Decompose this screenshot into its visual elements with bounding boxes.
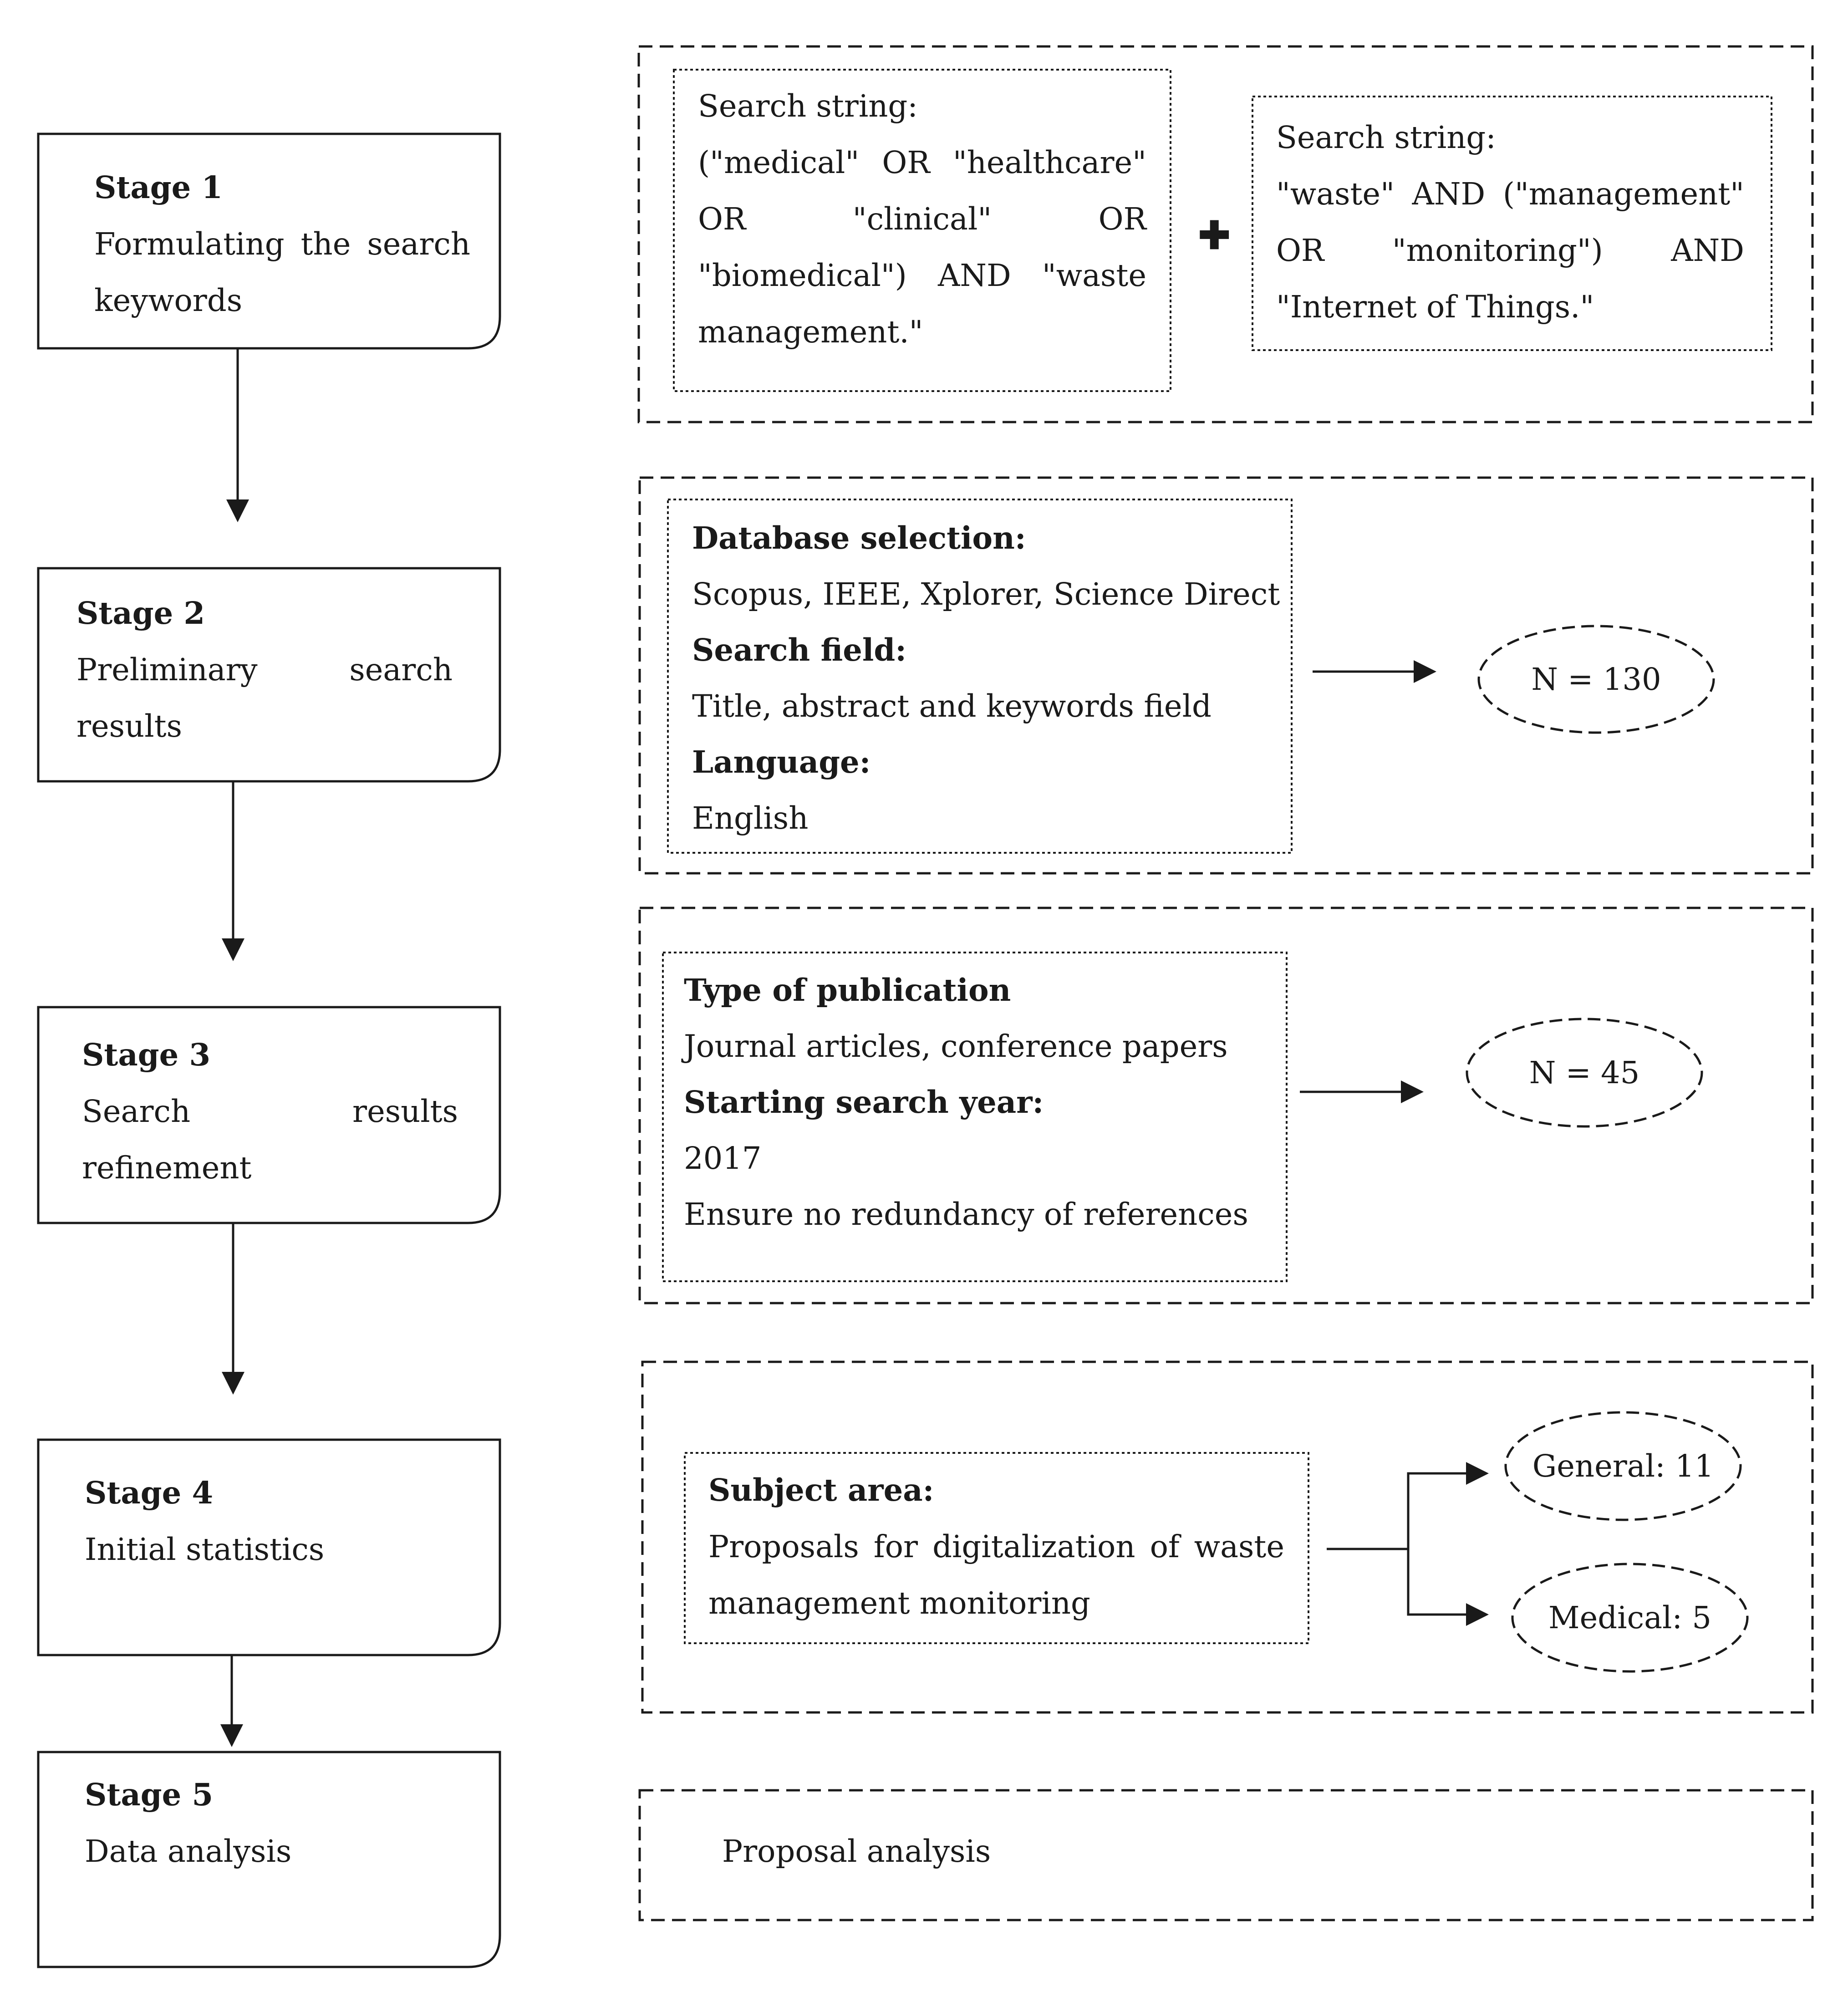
publication-type-label: Type of publication <box>684 972 1011 1008</box>
language-value: English <box>692 800 809 836</box>
medical-count-label: Medical: 5 <box>1548 1600 1711 1635</box>
panel-2-dashed <box>638 476 1814 875</box>
subject-box <box>684 1452 1309 1644</box>
search-string-right-label: Search string: <box>1276 120 1496 155</box>
stage-2-title: Stage 2 <box>76 595 205 631</box>
medical-count-oval <box>1511 1563 1749 1673</box>
plus-icon: ✚ <box>1198 213 1231 258</box>
search-field-value: Title, abstract and keywords field <box>692 688 1212 724</box>
arrow-to-general <box>1407 1462 1489 1549</box>
stage-5-title: Stage 5 <box>85 1777 214 1813</box>
count-130-oval <box>1477 625 1715 734</box>
stage-1-title: Stage 1 <box>94 169 223 205</box>
stage-3-description: Search results refinement <box>82 1094 458 1186</box>
stage-3-box <box>37 1006 501 1224</box>
database-selection-value: Scopus, IEEE, Xplorer, Science Direct <box>692 576 1280 612</box>
search-field-label: Search field: <box>692 632 906 668</box>
search-string-right-box <box>1252 96 1772 351</box>
stage-5-description: Data analysis <box>85 1834 292 1869</box>
stage-5-box <box>37 1751 501 1968</box>
general-count-label: General: 11 <box>1532 1448 1714 1484</box>
panel-1-dashed <box>637 45 1814 423</box>
stage-2-description: Preliminary search results <box>76 652 453 744</box>
panel-4-dashed <box>641 1360 1814 1714</box>
stage-1-box <box>37 132 501 350</box>
starting-year-value: 2017 <box>684 1141 762 1176</box>
search-string-left-label: Search string: <box>698 88 918 124</box>
stage-4-box <box>37 1438 501 1656</box>
stage-2-box <box>37 567 501 783</box>
subject-area-label: Subject area: <box>708 1472 934 1508</box>
search-string-left-query: ("medical" OR "healthcare" OR "clinical"… <box>698 145 1146 350</box>
refinement-box <box>662 952 1288 1282</box>
count-130-label: N = 130 <box>1531 662 1661 697</box>
search-string-left-box <box>673 69 1171 392</box>
starting-year-label: Starting search year: <box>684 1084 1044 1120</box>
database-box <box>667 499 1293 854</box>
language-label: Language: <box>692 744 871 780</box>
stage-4-title: Stage 4 <box>85 1475 214 1511</box>
publication-type-value: Journal articles, conference papers <box>684 1029 1228 1064</box>
proposal-analysis-label: Proposal analysis <box>722 1834 991 1869</box>
stage-3-title: Stage 3 <box>82 1037 211 1073</box>
search-string-right-query: "waste" AND ("management" OR "monitoring… <box>1276 176 1744 325</box>
count-45-label: N = 45 <box>1529 1055 1640 1090</box>
subject-area-value: Proposals for digitalization of waste ma… <box>708 1529 1284 1621</box>
arrow-to-medical <box>1407 1549 1489 1626</box>
general-count-oval <box>1504 1411 1742 1521</box>
stage-4-description: Initial statistics <box>85 1532 325 1567</box>
stage-1-description: Formulating the search keywords <box>94 226 470 318</box>
count-45-oval <box>1466 1018 1703 1128</box>
redundancy-note: Ensure no redundancy of references <box>684 1197 1248 1232</box>
panel-5-dashed <box>638 1789 1814 1921</box>
panel-3-dashed <box>638 907 1814 1304</box>
database-selection-label: Database selection: <box>692 520 1026 556</box>
